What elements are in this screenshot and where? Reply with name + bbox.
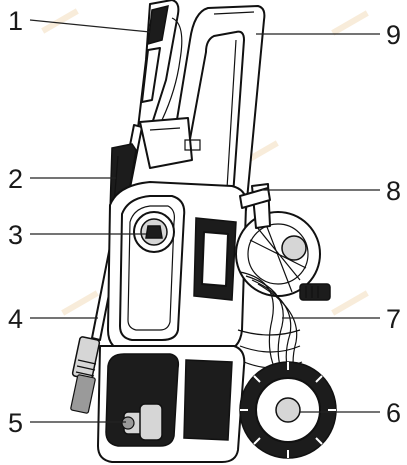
handle [171,5,266,211]
callout-4-number: 4 [8,304,23,334]
lance-nozzle [71,336,101,380]
handle-bridge [139,117,193,169]
reel-connector [299,283,331,301]
callout-9-number: 9 [386,20,401,50]
callout-8-number: 8 [386,176,401,206]
power-switch-knob [145,225,163,239]
callout-5-number: 5 [8,408,23,438]
water-inlet-port [121,416,135,430]
hose-reel-inner [247,223,309,285]
callout-1-number: 1 [8,6,23,36]
housing-side-vent [201,231,229,287]
spray-gun-trigger-guard [161,17,183,121]
watermark-marks [41,8,369,316]
hose-reel-hub [281,235,307,261]
water-inlet-fitting [139,403,163,441]
pressure-washer-body [70,0,337,463]
handle-bridge-slot [149,127,201,151]
callouts: 1 2 3 4 5 6 7 8 9 [8,6,401,438]
lance-tip [70,374,96,414]
callout-3-number: 3 [8,220,23,250]
hose-reel-crank-arm [239,187,271,209]
spray-gun-grip-detail [147,4,169,46]
callout-1-leader [29,19,151,33]
lance-nozzle-ridges [75,359,97,377]
control-panel-inner [127,205,175,331]
callout-6-number: 6 [386,398,401,428]
wheel-hub [275,397,301,423]
reel-connector-ribs [305,286,319,298]
lower-base-side [183,359,233,441]
callout-7-number: 7 [386,304,401,334]
spray-gun-trigger [141,47,161,103]
handle-inner-line [213,11,255,206]
wheel-tread [240,362,336,458]
callout-2-number: 2 [8,164,23,194]
